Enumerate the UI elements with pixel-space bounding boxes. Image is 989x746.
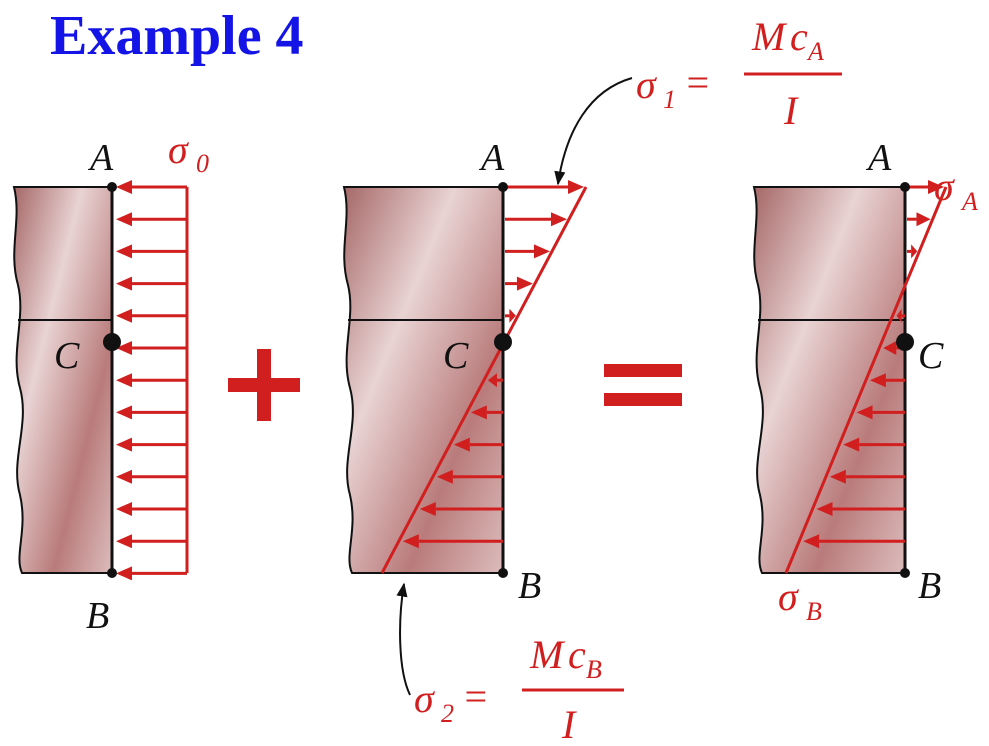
sigma-2-symbol: σ bbox=[414, 676, 435, 721]
uniform-stress-arrow-head bbox=[116, 437, 132, 452]
sigma-2-denominator: I bbox=[561, 702, 577, 746]
uniform-stress-arrow-head bbox=[116, 180, 132, 194]
bending-stress-arrows bbox=[402, 180, 584, 549]
sigma-2-equals: = bbox=[462, 674, 489, 719]
resultant-compression-arrow-head bbox=[856, 405, 873, 420]
uniform-stress-arrow-head bbox=[116, 373, 132, 388]
leader-arrow-sigma-2 bbox=[396, 582, 411, 696]
sigma-1-symbol: σ bbox=[636, 62, 657, 107]
panel-resultant-stress: A C B σ A σ B bbox=[752, 137, 978, 626]
compression-arrow-head bbox=[419, 502, 436, 516]
point-a-dot bbox=[107, 182, 117, 192]
resultant-compression-arrow-head bbox=[829, 469, 846, 484]
resultant-compression-arrow-head bbox=[843, 437, 860, 452]
label-a: A bbox=[87, 137, 114, 179]
resultant-tension-arrow-head bbox=[911, 244, 918, 259]
tension-arrow-head bbox=[533, 244, 550, 259]
sigma-1-numerator-sub: A bbox=[806, 37, 824, 66]
resultant-tension-arrow-head bbox=[928, 180, 944, 194]
sigma-1-equals: = bbox=[684, 60, 711, 105]
sigma-1-numerator-m: M bbox=[751, 14, 788, 59]
uniform-stress-arrow-head bbox=[116, 502, 132, 516]
resultant-compression-arrow-head bbox=[869, 373, 886, 388]
uniform-stress-arrow-head bbox=[116, 308, 132, 323]
sigma-1-numerator-c: c bbox=[790, 14, 808, 59]
point-a-dot bbox=[498, 182, 508, 192]
section-body bbox=[12, 186, 113, 574]
sigma-a-symbol: σ bbox=[934, 164, 955, 209]
plus-operator bbox=[228, 349, 300, 421]
sigma-0-subscript: 0 bbox=[196, 149, 209, 178]
resultant-stress-line bbox=[784, 186, 948, 574]
page-title: Example 4 bbox=[50, 5, 304, 67]
point-c-dot bbox=[494, 333, 512, 351]
uniform-stress-arrow-head bbox=[116, 534, 132, 549]
resultant-compression-arrow-head bbox=[896, 308, 902, 323]
tension-arrow-head bbox=[509, 308, 516, 323]
stress-distribution-line bbox=[380, 186, 588, 574]
sigma-0-symbol: σ bbox=[168, 127, 189, 172]
label-b: B bbox=[918, 565, 941, 607]
resultant-stress-arrows bbox=[803, 180, 944, 549]
compression-arrow-head bbox=[487, 373, 497, 388]
label-b: B bbox=[86, 595, 109, 637]
tension-arrow-head bbox=[516, 276, 533, 291]
sigma-b-symbol: σ bbox=[778, 574, 799, 619]
sigma-2-numerator-m: M bbox=[529, 632, 566, 677]
uniform-stress-arrow-head bbox=[116, 212, 132, 227]
label-b: B bbox=[518, 565, 541, 607]
uniform-stress-arrow-head bbox=[116, 566, 132, 581]
tension-arrow-head bbox=[550, 212, 567, 227]
panel-bending-stress: A C B σ 1 = M c A I σ 2 = M c B I bbox=[342, 14, 842, 746]
point-c-dot bbox=[896, 333, 914, 351]
compression-arrow-head bbox=[453, 437, 470, 452]
uniform-stress-arrow-head bbox=[116, 244, 132, 259]
leader-arrow-sigma-1 bbox=[554, 77, 633, 186]
section-body bbox=[342, 186, 504, 574]
point-a-dot bbox=[900, 182, 910, 192]
uniform-stress-arrows bbox=[116, 180, 187, 581]
resultant-tension-arrow-head bbox=[916, 212, 931, 227]
uniform-stress-arrow-head bbox=[116, 276, 132, 291]
resultant-compression-arrow-head bbox=[883, 341, 897, 355]
uniform-stress-arrow-head bbox=[116, 469, 132, 484]
compression-arrow-head bbox=[402, 534, 419, 549]
label-c: C bbox=[918, 335, 944, 377]
sigma-a-subscript: A bbox=[960, 187, 978, 216]
resultant-compression-arrow-head bbox=[816, 502, 833, 516]
sigma-b-subscript: B bbox=[806, 597, 822, 626]
label-c: C bbox=[54, 335, 80, 377]
sigma-2-numerator-c: c bbox=[568, 632, 586, 677]
sigma-2-subscript: 2 bbox=[441, 699, 454, 728]
label-c: C bbox=[443, 335, 469, 377]
panel-uniform-stress: A C B σ 0 bbox=[12, 127, 209, 637]
sigma-2-numerator-sub: B bbox=[586, 655, 602, 684]
point-b-dot bbox=[900, 568, 910, 578]
point-b-dot bbox=[107, 568, 117, 578]
point-c-dot bbox=[103, 333, 121, 351]
sigma-1-denominator: I bbox=[783, 88, 799, 133]
point-b-dot bbox=[498, 568, 508, 578]
label-a: A bbox=[865, 137, 892, 179]
resultant-compression-arrow-head bbox=[803, 534, 820, 549]
sigma-1-subscript: 1 bbox=[663, 85, 676, 114]
uniform-stress-arrow-head bbox=[116, 405, 132, 420]
uniform-stress-arrow-head bbox=[116, 341, 132, 355]
compression-arrow-head bbox=[436, 469, 453, 484]
compression-arrow-head bbox=[470, 405, 487, 420]
tension-arrow-head bbox=[568, 180, 584, 194]
label-a: A bbox=[478, 137, 505, 179]
equals-operator bbox=[604, 364, 682, 406]
